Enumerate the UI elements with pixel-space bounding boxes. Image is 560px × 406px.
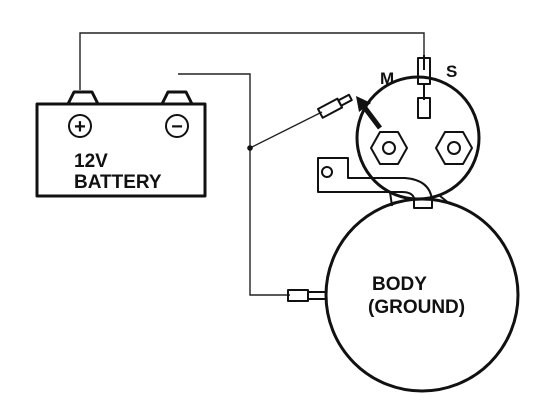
m-terminal-stud: [382, 141, 396, 155]
m-terminal-probe: [316, 93, 353, 119]
battery-positive-symbol: +: [74, 116, 86, 138]
battery-positive-post: [66, 90, 100, 105]
ground-clip-tip: [307, 291, 327, 300]
m-arrow-head: [356, 96, 371, 112]
motor-housing: [324, 197, 520, 393]
s-terminal: [417, 97, 431, 119]
battery-negative-symbol: −: [171, 116, 183, 138]
solenoid-m-label: M: [380, 69, 394, 88]
solenoid-s-label: S: [446, 62, 457, 81]
probe-tip: [337, 93, 353, 107]
battery-negative-post: [160, 90, 194, 105]
b-terminal-nut: [435, 131, 473, 165]
m-terminal-nut: [370, 131, 408, 165]
wire-junction: [247, 145, 253, 151]
battery-positive-to-s-wire: [79, 32, 425, 90]
ground-clip-boot: [287, 289, 309, 302]
motor-label-ground: (GROUND): [368, 297, 465, 318]
battery: + − 12V BATTERY: [35, 90, 207, 198]
battery-positive-circle: [68, 114, 92, 138]
battery-negative-circle: [165, 114, 189, 138]
b-terminal-stud: [447, 141, 461, 155]
m-arrow-shaft: [360, 102, 382, 130]
ground-clip: [287, 289, 327, 302]
battery-name-label: BATTERY: [74, 172, 162, 193]
motor-label-body: BODY: [372, 274, 427, 295]
strap-bolt: [321, 166, 333, 178]
jumper-to-m-wire: [249, 111, 323, 149]
ground-test-wire: [178, 73, 290, 296]
battery-voltage-label: 12V: [74, 151, 108, 172]
motor-body: BODY (GROUND): [324, 197, 520, 393]
battery-case: [35, 102, 207, 198]
